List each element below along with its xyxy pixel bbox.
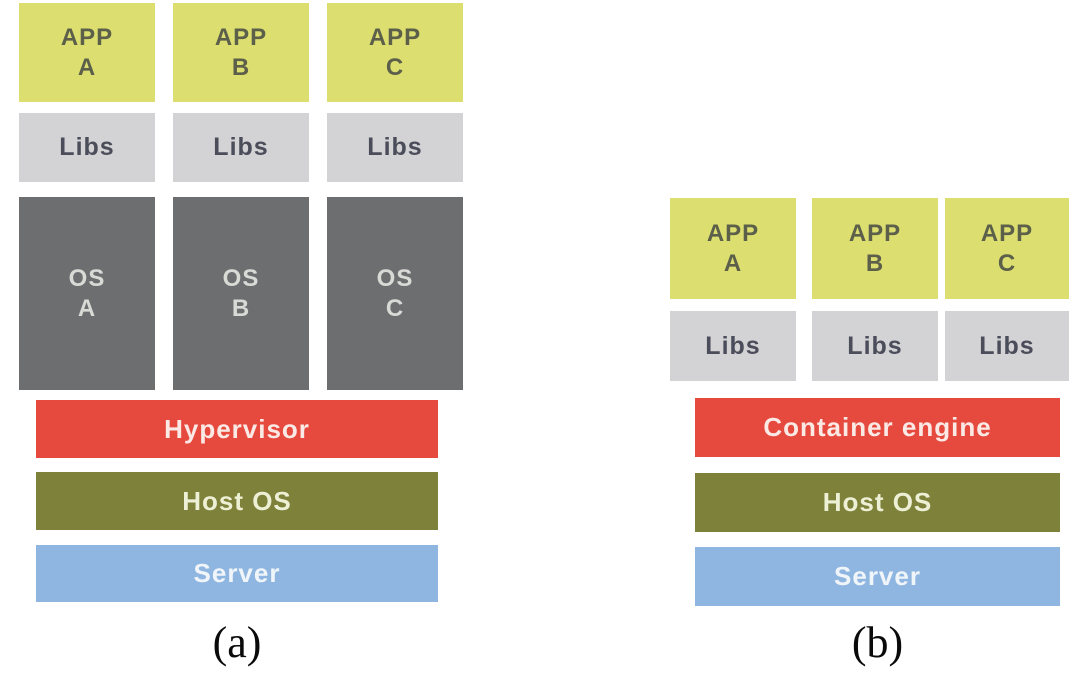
app-letter-text: B (865, 249, 885, 277)
app-a-box: APP A (670, 198, 796, 299)
hypervisor-bar: Hypervisor (36, 400, 438, 458)
app-letter-text: A (723, 249, 743, 277)
app-c-box: APP C (945, 198, 1069, 299)
libs-box: Libs (173, 113, 309, 182)
libs-box: Libs (19, 113, 155, 182)
server-bar: Server (695, 547, 1060, 606)
libs-label: Libs (59, 133, 115, 161)
libs-label: Libs (979, 331, 1035, 360)
os-letter-text: B (231, 294, 251, 322)
app-letter-text: C (997, 249, 1017, 277)
server-label: Server (193, 558, 281, 588)
container-engine-bar: Container engine (695, 398, 1060, 457)
libs-box: Libs (945, 311, 1069, 381)
host-os-label: Host OS (822, 487, 933, 517)
app-name-text: APP (214, 23, 268, 51)
host-os-bar: Host OS (695, 473, 1060, 532)
os-name-text: OS (222, 264, 260, 292)
app-name-text: APP (368, 23, 422, 51)
host-os-bar: Host OS (36, 472, 438, 530)
server-label: Server (834, 561, 921, 591)
app-letter-text: B (231, 53, 251, 81)
app-c-box: APP C (327, 3, 463, 102)
app-a-box: APP A (19, 3, 155, 102)
os-letter-text: A (77, 294, 97, 322)
libs-box: Libs (812, 311, 938, 381)
app-letter-text: C (385, 53, 405, 81)
os-name-text: OS (376, 264, 414, 292)
libs-label: Libs (367, 133, 423, 161)
os-a-box: OS A (19, 197, 155, 390)
container-engine-label: Container engine (763, 412, 992, 442)
app-name-text: APP (60, 23, 114, 51)
app-name-text: APP (980, 219, 1034, 247)
libs-label: Libs (705, 331, 761, 360)
hypervisor-label: Hypervisor (164, 413, 310, 444)
libs-box: Libs (670, 311, 796, 381)
os-c-box: OS C (327, 197, 463, 390)
app-letter-text: A (77, 53, 97, 81)
app-name-text: APP (706, 219, 760, 247)
host-os-label: Host OS (182, 485, 292, 516)
app-name-text: APP (848, 219, 902, 247)
libs-label: Libs (213, 133, 269, 161)
libs-box: Libs (327, 113, 463, 182)
app-b-box: APP B (812, 198, 938, 299)
server-bar: Server (36, 545, 438, 602)
caption-a: (a) (212, 617, 262, 667)
libs-label: Libs (847, 331, 903, 360)
os-name-text: OS (68, 264, 106, 292)
caption-b: (b) (851, 617, 904, 667)
app-b-box: APP B (173, 3, 309, 102)
os-b-box: OS B (173, 197, 309, 390)
os-letter-text: C (385, 294, 405, 322)
